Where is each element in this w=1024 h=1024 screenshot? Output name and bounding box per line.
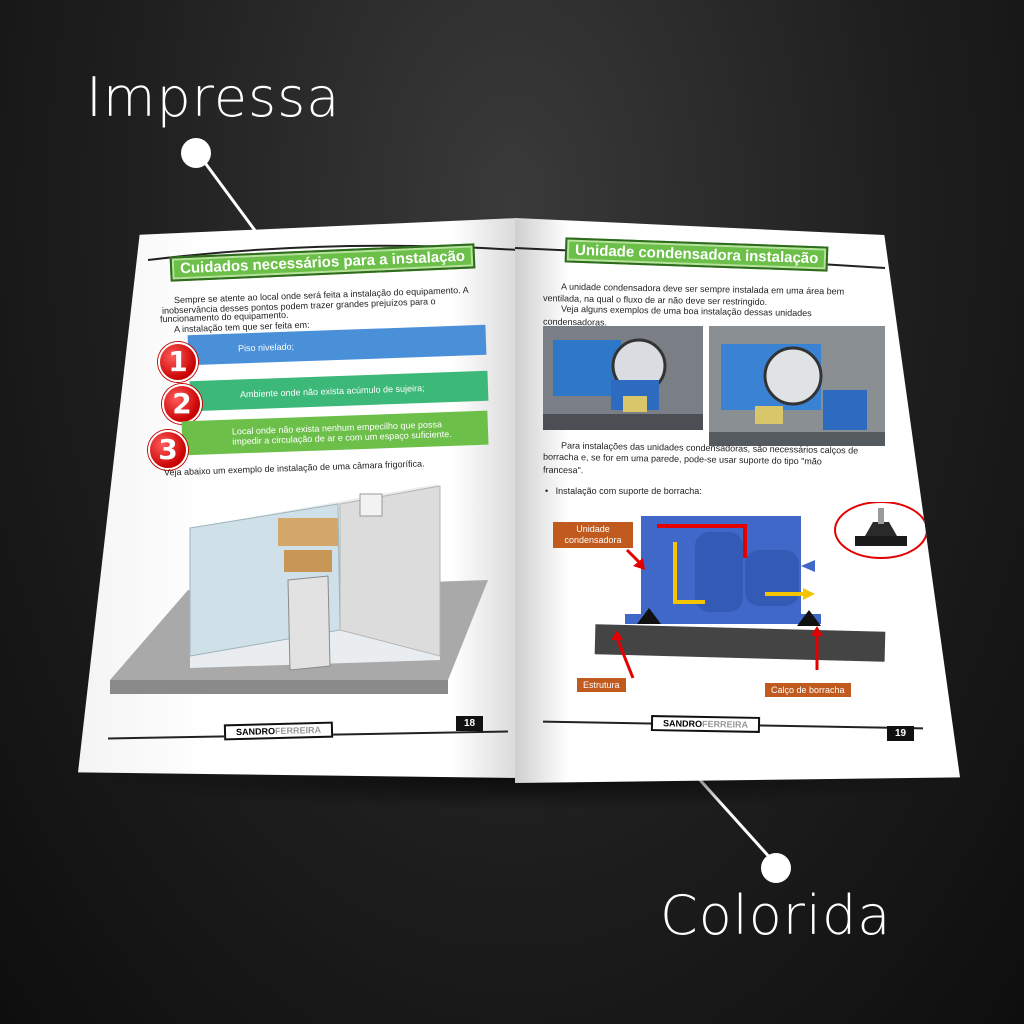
right-bullet-text: • Instalação com suporte de borracha:	[545, 486, 702, 496]
list-number-1: 1	[158, 342, 198, 382]
cold-room-door	[287, 575, 331, 671]
boxes-shelf-2	[284, 550, 332, 572]
right-brand-ferreira: FERREIRA	[701, 718, 749, 730]
evaporator-unit	[359, 493, 383, 517]
cold-room-illustration	[110, 484, 488, 694]
list-item-3-text: Local onde não exista nenhum empecilho q…	[231, 419, 452, 447]
left-brand-ferreira: FERREIRA	[274, 724, 322, 737]
right-brand-label: SANDROFERREIRA	[650, 715, 761, 733]
label-calco-de-borracha: Calço de borracha	[765, 683, 851, 697]
list-band-2: Ambiente onde não exista acúmulo de suje…	[189, 370, 489, 412]
list-band-3: Local onde não exista nenhum empecilho q…	[181, 410, 489, 456]
list-item-2-text: Ambiente onde não exista acúmulo de suje…	[239, 383, 425, 400]
right-bullet-label: Instalação com suporte de borracha:	[555, 486, 702, 496]
structure-beam	[594, 624, 886, 662]
right-rubber-shim	[797, 610, 821, 626]
left-rubber-shim	[637, 608, 661, 624]
boxes-shelf-1	[278, 518, 338, 546]
label-unidade-condensadora: Unidade condensadora	[553, 522, 633, 548]
list-number-2: 2	[162, 384, 202, 424]
left-page-number: 18	[456, 716, 484, 731]
rubber-mount-diagram	[594, 502, 928, 679]
callout-colorida: Colorida	[660, 884, 892, 947]
left-brand-sandro: SANDRO	[235, 726, 276, 738]
right-para-line-3: francesa".	[542, 464, 584, 476]
list-number-3: 3	[148, 430, 188, 470]
left-example-text: Veja abaixo um exemplo de instalação de …	[163, 458, 425, 478]
callout-impressa: Impressa	[86, 66, 341, 129]
condenser-photos	[543, 326, 885, 446]
list-item-1-text: Piso nivelado;	[237, 341, 295, 354]
right-page-number: 19	[887, 726, 915, 741]
left-brand-label: SANDROFERREIRA	[223, 721, 334, 741]
callout-dot-bottom	[761, 853, 791, 883]
right-brand-sandro: SANDRO	[662, 718, 703, 729]
label-estrutura: Estrutura	[577, 678, 626, 692]
right-page: Unidade condensadora instalação A unidad…	[515, 218, 960, 783]
left-page: Cuidados necessários para a instalação S…	[78, 218, 518, 778]
